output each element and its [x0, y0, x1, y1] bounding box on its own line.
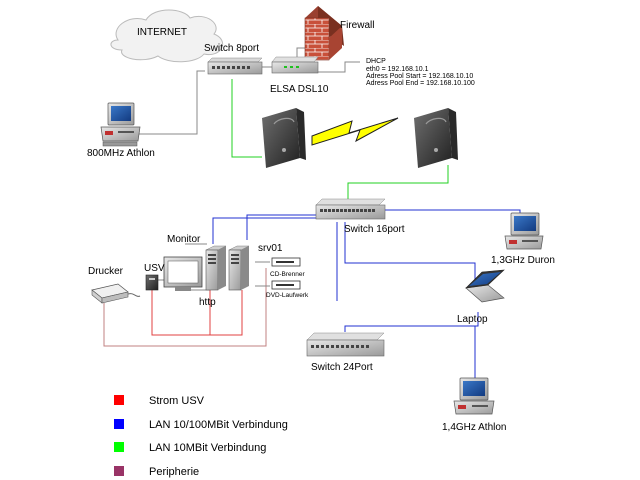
line-switch16-http	[212, 217, 316, 244]
bridge-right-icon	[414, 108, 458, 168]
legend: Strom USV LAN 10/100MBit Verbindung LAN …	[114, 395, 288, 478]
athlon800-pc-icon	[100, 102, 141, 147]
line-elsa-dhcp	[318, 61, 360, 73]
switch24-icon	[306, 332, 385, 357]
laptop-label: Laptop	[457, 314, 488, 325]
legend-swatch-peripheral	[114, 466, 124, 476]
legend-label-lan100: LAN 10/100MBit Verbindung	[149, 419, 288, 431]
eth0-label: eth0 = 192.168.10.1	[366, 66, 429, 73]
athlon14-pc-icon	[453, 377, 495, 415]
line-switch16-duron	[384, 209, 521, 215]
line-printer-usv	[103, 268, 267, 347]
monitor-label: Monitor	[167, 234, 201, 245]
printer-icon	[91, 283, 141, 304]
firewall-label: Firewall	[340, 20, 374, 31]
switch16-label: Switch 16port	[344, 224, 405, 235]
srv01-label: srv01	[258, 243, 283, 254]
elsa-label: ELSA DSL10	[270, 84, 329, 95]
line-usv-power	[151, 290, 243, 336]
elsa-router-icon	[271, 56, 319, 74]
line-srv-drives	[255, 261, 270, 287]
pool-end-label: Adress Pool End = 192.168.10.100	[366, 80, 475, 87]
http-label: http	[199, 297, 216, 308]
athlon14-label: 1,4GHz Athlon	[442, 422, 506, 433]
line-laptop-athlon14	[474, 312, 479, 378]
lightning-icon	[311, 117, 399, 146]
firewall-icon	[304, 6, 344, 61]
switch24-label: Switch 24Port	[311, 362, 373, 373]
line-switch16-servers	[246, 214, 316, 240]
legend-label-lan10: LAN 10MBit Verbindung	[149, 442, 266, 454]
legend-swatch-lan10	[114, 442, 124, 452]
line-switch8-athlon800	[134, 70, 205, 135]
switch8-icon	[207, 57, 263, 75]
laptop-icon	[465, 269, 505, 303]
switch8-label: Switch 8port	[204, 43, 259, 54]
duron-pc-icon	[504, 212, 544, 250]
usv-icon	[145, 274, 159, 291]
cd-burner-icon	[271, 257, 301, 267]
legend-swatch-power	[114, 395, 124, 405]
srv01-server-icon	[228, 245, 250, 291]
legend-label-power: Strom USV	[149, 395, 205, 407]
line-bridge-right-switch16	[347, 165, 449, 201]
pool-start-label: Adress Pool Start = 192.168.10.10	[366, 73, 473, 80]
dhcp-label: DHCP	[366, 58, 386, 65]
drucker-label: Drucker	[88, 266, 124, 277]
internet-label: INTERNET	[137, 27, 187, 38]
connections	[103, 47, 521, 378]
bridge-left-icon	[262, 108, 306, 168]
dvd-label: DVD-Laufwerk	[266, 292, 309, 299]
legend-label-peripheral: Peripherie	[149, 466, 199, 478]
usv-label: USV	[144, 263, 165, 274]
athlon800-label: 800MHz Athlon	[87, 148, 155, 159]
http-server-icon	[205, 245, 227, 291]
line-switch8-bridge-left	[231, 79, 262, 158]
duron-label: 1,3GHz Duron	[491, 255, 555, 266]
legend-swatch-lan100	[114, 419, 124, 429]
monitor-icon	[163, 256, 203, 291]
dvd-drive-icon	[271, 280, 301, 290]
internet-cloud: INTERNET	[110, 9, 224, 63]
switch16-icon	[315, 198, 386, 220]
cd-label: CD-Brenner	[270, 271, 306, 278]
line-switch16-laptop	[344, 222, 476, 286]
